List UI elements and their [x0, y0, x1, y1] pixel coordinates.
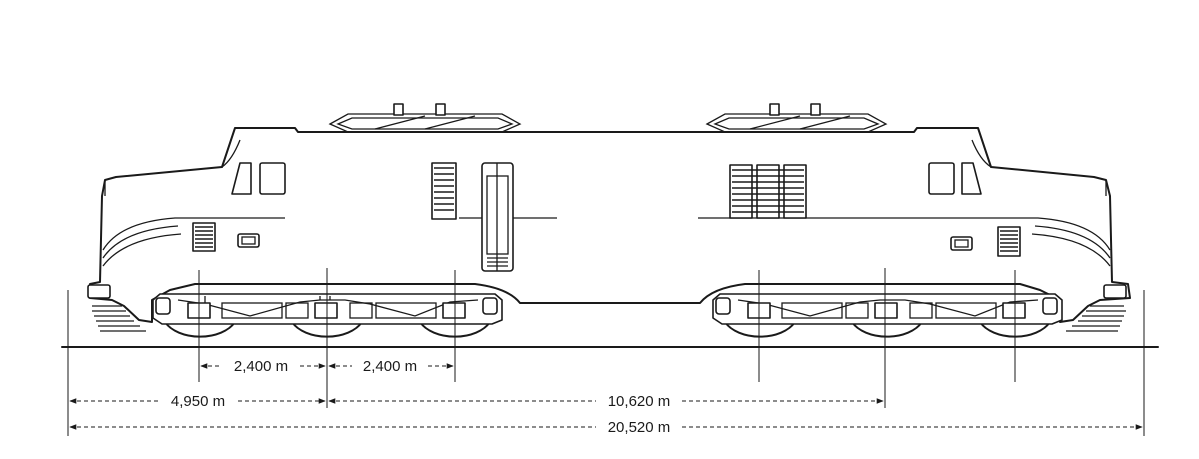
pantograph-left — [328, 103, 522, 133]
end-lamp-left — [87, 284, 111, 299]
dim-label-axle-spacing-1: 2,400 m — [234, 358, 288, 375]
dim-overall-length: 20,520 m — [69, 419, 1143, 436]
extension-lines — [67, 268, 1145, 436]
cab-window-left-front — [231, 162, 252, 195]
cab-window-left-side — [259, 162, 286, 195]
dim-label-axle-spacing-2: 2,400 m — [363, 358, 417, 375]
side-lamp-right — [950, 236, 973, 251]
end-lamp-right — [1103, 284, 1127, 299]
cab-window-right-side — [928, 162, 955, 195]
grille-right-lower — [997, 226, 1021, 257]
dim-label-end-to-truck-center: 4,950 m — [171, 393, 225, 410]
dim-axle-spacing-2: 2,400 m — [328, 358, 454, 375]
dim-end-to-truck-center: 4,950 m — [69, 393, 326, 410]
carbody-outline — [89, 127, 1131, 323]
center-door — [481, 162, 514, 272]
grille-left-lower — [192, 222, 216, 252]
grille-center-left — [431, 162, 457, 220]
side-lamp-left — [237, 233, 260, 248]
cab-window-right-front — [961, 162, 982, 195]
pilot-left — [92, 305, 146, 332]
dim-axle-spacing-1: 2,400 m — [200, 358, 326, 375]
pilot-right — [1066, 305, 1126, 332]
pantograph-right — [705, 103, 888, 133]
dim-truck-center-spacing: 10,620 m — [328, 393, 884, 410]
dim-label-truck-center-spacing: 10,620 m — [608, 393, 671, 410]
truck-right — [712, 293, 1063, 338]
grille-center-right — [729, 164, 807, 219]
dim-label-overall-length: 20,520 m — [608, 419, 671, 436]
